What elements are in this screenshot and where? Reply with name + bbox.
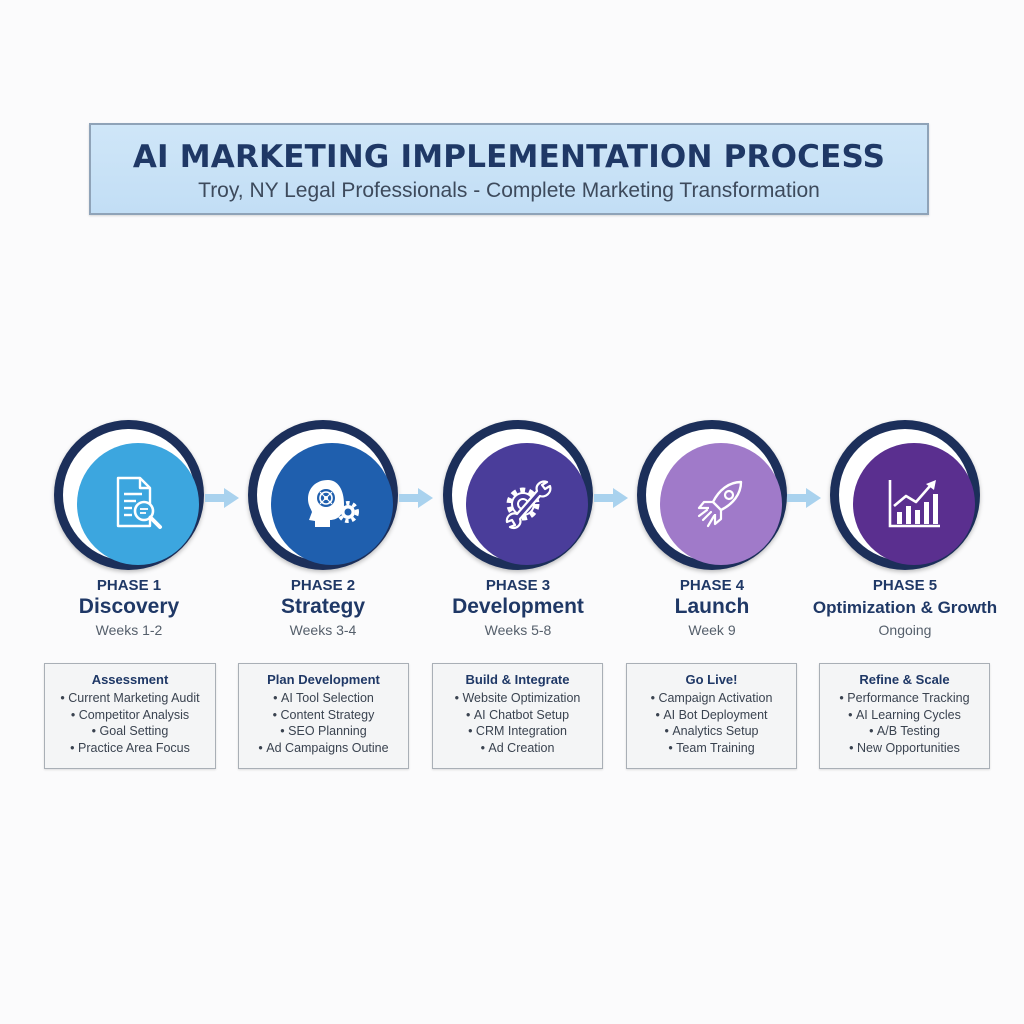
title-banner: AI MARKETING IMPLEMENTATION PROCESS Troy… [89,123,929,215]
arrow-right-icon [787,488,821,508]
list-item: Team Training [627,740,796,757]
wrench-gear-icon [505,480,552,529]
phase-1-circle [54,420,204,570]
card-list: Performance Tracking AI Learning Cycles … [820,690,989,756]
list-item: CRM Integration [433,723,602,740]
list-item: Competitor Analysis [45,707,215,724]
list-item: Ad Creation [433,740,602,757]
list-item: SEO Planning [239,723,408,740]
phase-1-card: Assessment Current Marketing Audit Compe… [44,663,216,769]
list-item: Ad Campaigns Outine [239,740,408,757]
list-item: AI Learning Cycles [820,707,989,724]
phase-number: PHASE 1 [96,577,162,594]
list-item: Website Optimization [433,690,602,707]
card-title: Refine & Scale [859,672,950,687]
card-title: Go Live! [685,672,738,687]
list-item: Content Strategy [239,707,408,724]
phase-2-circle [248,420,398,570]
phase-name: Development [452,595,584,618]
phase-duration: Ongoing [878,622,932,638]
arrow-right-icon [205,488,239,508]
phase-name: Launch [674,595,750,618]
list-item: AI Tool Selection [239,690,408,707]
card-title: Build & Integrate [465,672,570,687]
phase-duration: Weeks 1-2 [95,622,163,638]
phase-number: PHASE 4 [679,577,745,594]
card-list: Campaign Activation AI Bot Deployment An… [627,690,796,756]
phase-3-circle [443,420,593,570]
phase-number: PHASE 3 [485,577,551,594]
list-item: Performance Tracking [820,690,989,707]
list-item: Analytics Setup [627,723,796,740]
list-item: Goal Setting [45,723,215,740]
arrow-right-icon [594,488,628,508]
growth-chart-icon [888,480,940,528]
card-list: Website Optimization AI Chatbot Setup CR… [433,690,602,756]
list-item: AI Bot Deployment [627,707,796,724]
list-item: Campaign Activation [627,690,796,707]
phase-name: Optimization & Growth [812,598,998,617]
list-item: Practice Area Focus [45,740,215,757]
phase-5-circle [830,420,980,570]
list-item: AI Chatbot Setup [433,707,602,724]
page-title: AI MARKETING IMPLEMENTATION PROCESS [132,139,886,175]
list-item: New Opportunities [820,740,989,757]
rocket-icon [697,480,743,528]
phase-duration: Week 9 [688,622,736,638]
brain-gear-icon [308,480,359,527]
phase-duration: Weeks 5-8 [484,622,552,638]
phase-5-card: Refine & Scale Performance Tracking AI L… [819,663,990,769]
card-list: AI Tool Selection Content Strategy SEO P… [239,690,408,756]
arrow-right-icon [399,488,433,508]
phase-4-circle [637,420,787,570]
page-subtitle: Troy, NY Legal Professionals - Complete … [198,179,820,202]
phase-name: Strategy [280,595,366,618]
list-item: Current Marketing Audit [45,690,215,707]
phase-3-card: Build & Integrate Website Optimization A… [432,663,603,769]
phase-number: PHASE 2 [290,577,356,594]
card-list: Current Marketing Audit Competitor Analy… [45,690,215,756]
phase-duration: Weeks 3-4 [289,622,357,638]
list-item: A/B Testing [820,723,989,740]
phase-number: PHASE 5 [872,577,938,594]
phase-2-card: Plan Development AI Tool Selection Conte… [238,663,409,769]
phase-4-card: Go Live! Campaign Activation AI Bot Depl… [626,663,797,769]
document-search-icon [116,476,162,529]
card-title: Assessment [91,672,169,687]
phase-name: Discovery [78,595,180,618]
card-title: Plan Development [267,672,380,687]
